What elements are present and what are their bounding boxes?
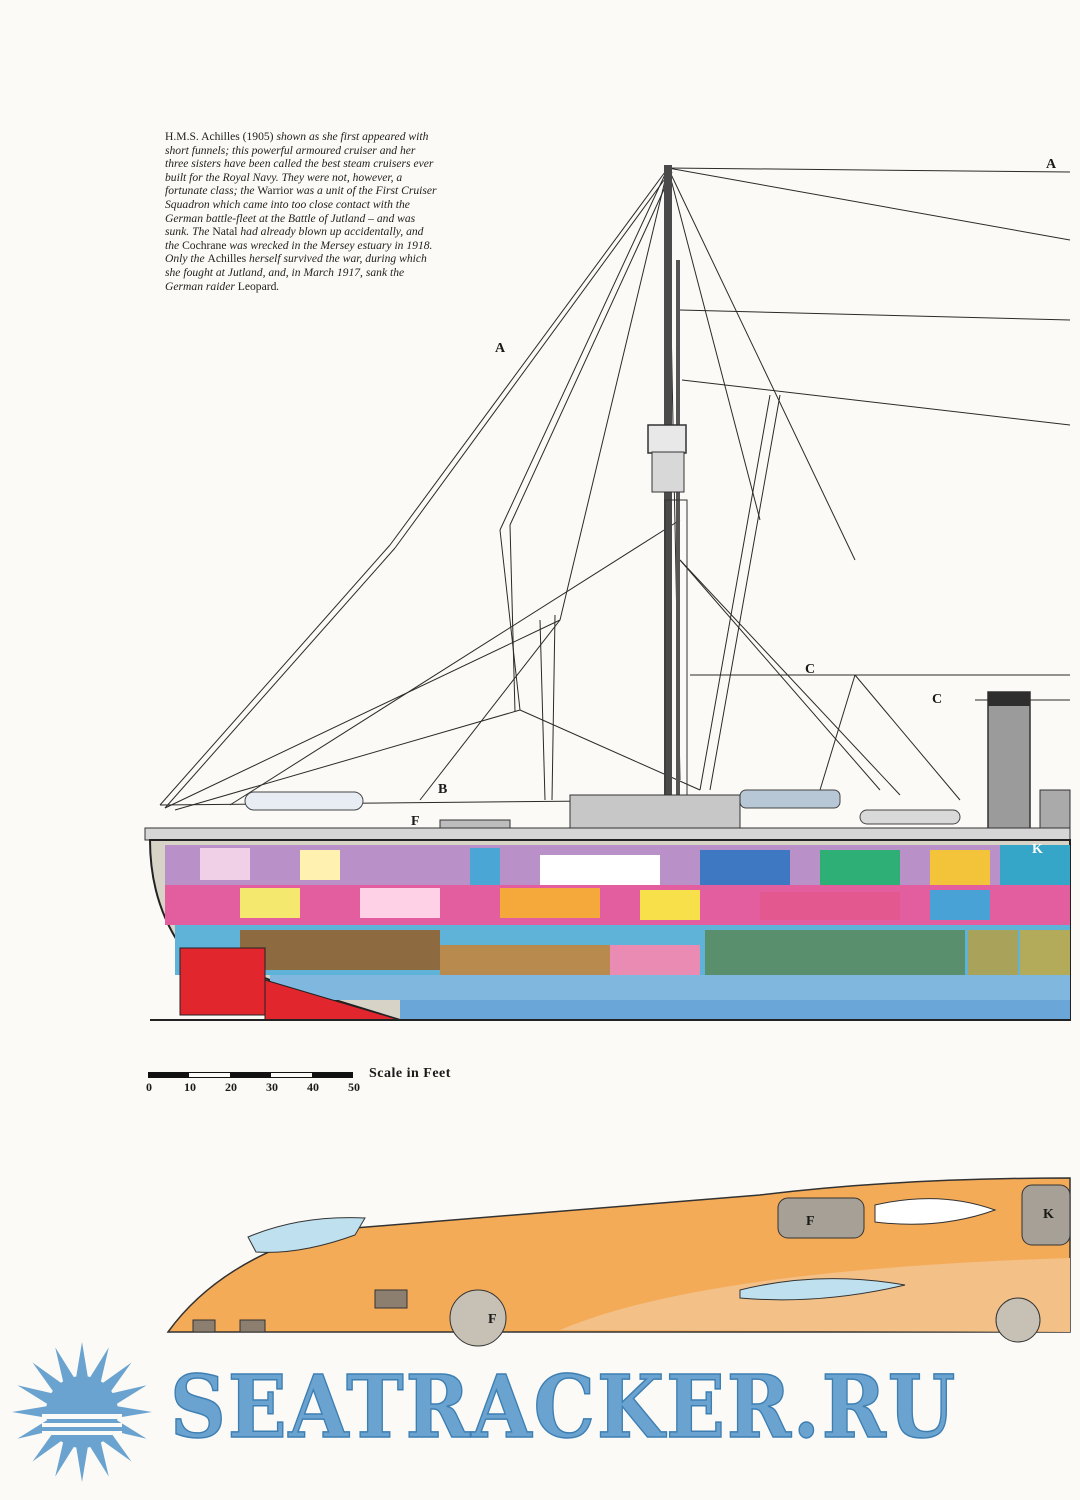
label-k-plan: K [1043, 1207, 1054, 1222]
caption-run: Leopard [237, 279, 277, 293]
caption-run: was a unit of the First Cruiser Squadron… [165, 184, 437, 239]
label-f-plan-left: F [488, 1312, 497, 1327]
caption-run: Achilles [207, 252, 247, 266]
scale-tick: 0 [146, 1080, 152, 1094]
label-k-top: K [1032, 842, 1043, 857]
watermark-text: SEATRACKER.RU [169, 1357, 958, 1458]
caption-run: Warrior [257, 184, 294, 198]
caption-run: Cochrane [182, 238, 227, 252]
label-a-left: A [495, 341, 506, 356]
label-f-top: F [411, 814, 420, 829]
rigging [159, 167, 1071, 811]
label-b: B [438, 782, 447, 797]
deck-plan-view [166, 1177, 1071, 1347]
label-f-plan-right: F [806, 1214, 815, 1229]
caption-run: had already blown up accidentally, and t… [165, 225, 424, 252]
main-mast [647, 165, 688, 805]
caption-run: Achilles [201, 130, 240, 143]
caption-run: shown as she first appeared with short f… [165, 130, 434, 198]
hull-cutaway [148, 839, 1071, 1021]
caption-run: H.M.S. [165, 130, 202, 143]
scale-title: Scale in Feet [369, 1066, 451, 1081]
scale-bar [148, 1072, 353, 1078]
caption-run: . [276, 279, 280, 293]
caption-run: was wrecked in the Mersey estuary in 191… [165, 238, 433, 266]
label-a-top: A [1046, 157, 1057, 172]
caption-run: Natal [212, 225, 238, 239]
caption-run: (1905) [239, 130, 277, 143]
scale-tick: 20 [225, 1080, 237, 1094]
upper-deck [144, 789, 1071, 849]
caption-text: H.M.S. Achilles (1905) shown as she firs… [165, 130, 440, 293]
scale-tick: 40 [307, 1080, 319, 1094]
caption-run: herself survived the war, during which s… [165, 252, 427, 293]
label-c-right: C [932, 692, 942, 707]
scale-tick: 30 [266, 1080, 278, 1094]
caption-run: The [192, 225, 213, 239]
scale-tick: 50 [348, 1080, 360, 1094]
label-c-left: C [805, 662, 815, 677]
funnel [987, 691, 1071, 836]
sun-icon [12, 1342, 152, 1482]
scale-tick: 10 [184, 1080, 196, 1094]
